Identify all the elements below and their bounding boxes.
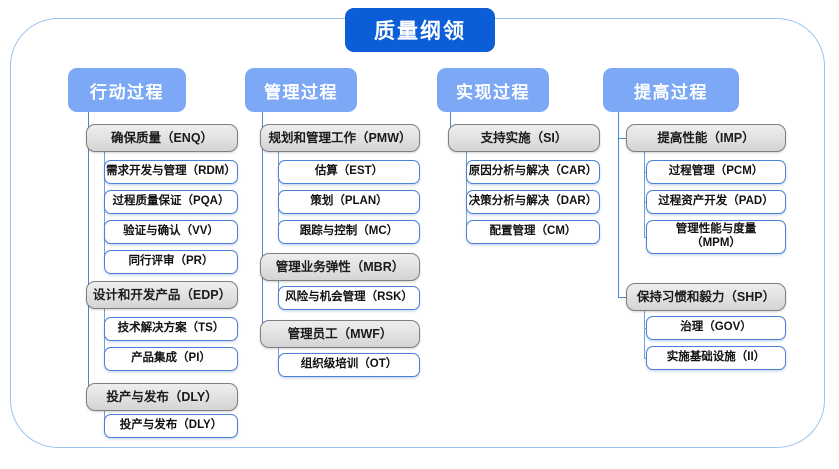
leaf-box-4-1-2[interactable]: 过程资产开发（PAD） [646,190,786,214]
group-box-4-1[interactable]: 提高性能（IMP） [626,124,786,152]
group-box-3-1[interactable]: 支持实施（SI） [448,124,600,152]
group-box-2-2[interactable]: 管理业务弹性（MBR） [260,253,420,281]
column-header-4: 提高过程 [603,68,739,112]
root-title: 质量纲领 [345,8,495,52]
leaf-box-2-3-1[interactable]: 组织级培训（OT） [278,353,420,377]
group-subtrunk-4-2 [644,311,645,358]
leaf-box-1-1-3[interactable]: 验证与确认（VV） [104,220,238,244]
column-trunk-2 [262,112,263,334]
group-box-2-1[interactable]: 规划和管理工作（PMW） [260,124,420,152]
connector-child-4-1-2 [644,202,646,203]
leaf-box-2-1-2[interactable]: 策划（PLAN） [278,190,420,214]
leaf-box-1-3-1[interactable]: 投产与发布（DLY） [104,414,238,438]
connector-group-4-2 [618,297,626,298]
connector-child-4-1-1 [644,172,646,173]
leaf-box-1-2-1[interactable]: 技术解决方案（TS） [104,317,238,341]
leaf-box-3-1-1[interactable]: 原因分析与解决（CAR） [466,160,600,184]
connector-child-4-2-2 [644,358,646,359]
group-box-1-3[interactable]: 投产与发布（DLY） [86,383,238,411]
group-subtrunk-4-1 [644,152,645,237]
leaf-box-1-1-2[interactable]: 过程质量保证（PQA） [104,190,238,214]
leaf-box-4-2-1[interactable]: 治理（GOV） [646,316,786,340]
group-box-4-2[interactable]: 保持习惯和毅力（SHP） [626,283,786,311]
group-box-2-3[interactable]: 管理员工（MWF） [260,320,420,348]
leaf-box-2-1-3[interactable]: 跟踪与控制（MC） [278,220,420,244]
leaf-box-2-1-1[interactable]: 估算（EST） [278,160,420,184]
group-box-1-2[interactable]: 设计和开发产品（EDP） [86,281,238,309]
connector-child-4-2-1 [644,328,646,329]
column-trunk-4 [618,112,619,297]
leaf-box-2-2-1[interactable]: 风险与机会管理（RSK） [278,286,420,310]
leaf-box-1-1-4[interactable]: 同行评审（PR） [104,250,238,274]
column-trunk-1 [88,112,89,397]
leaf-box-4-1-3[interactable]: 管理性能与度量（MPM） [646,220,786,254]
column-header-1: 行动过程 [68,68,186,112]
leaf-box-3-1-3[interactable]: 配置管理（CM） [466,220,600,244]
leaf-box-1-2-2[interactable]: 产品集成（PI） [104,347,238,371]
leaf-box-4-2-2[interactable]: 实施基础设施（II） [646,346,786,370]
leaf-box-1-1-1[interactable]: 需求开发与管理（RDM） [104,160,238,184]
column-header-2: 管理过程 [245,68,357,112]
leaf-box-3-1-2[interactable]: 决策分析与解决（DAR） [466,190,600,214]
column-header-3: 实现过程 [437,68,549,112]
group-box-1-1[interactable]: 确保质量（ENQ） [86,124,238,152]
connector-child-4-1-3 [644,237,646,238]
connector-group-4-1 [618,138,626,139]
leaf-box-4-1-1[interactable]: 过程管理（PCM） [646,160,786,184]
